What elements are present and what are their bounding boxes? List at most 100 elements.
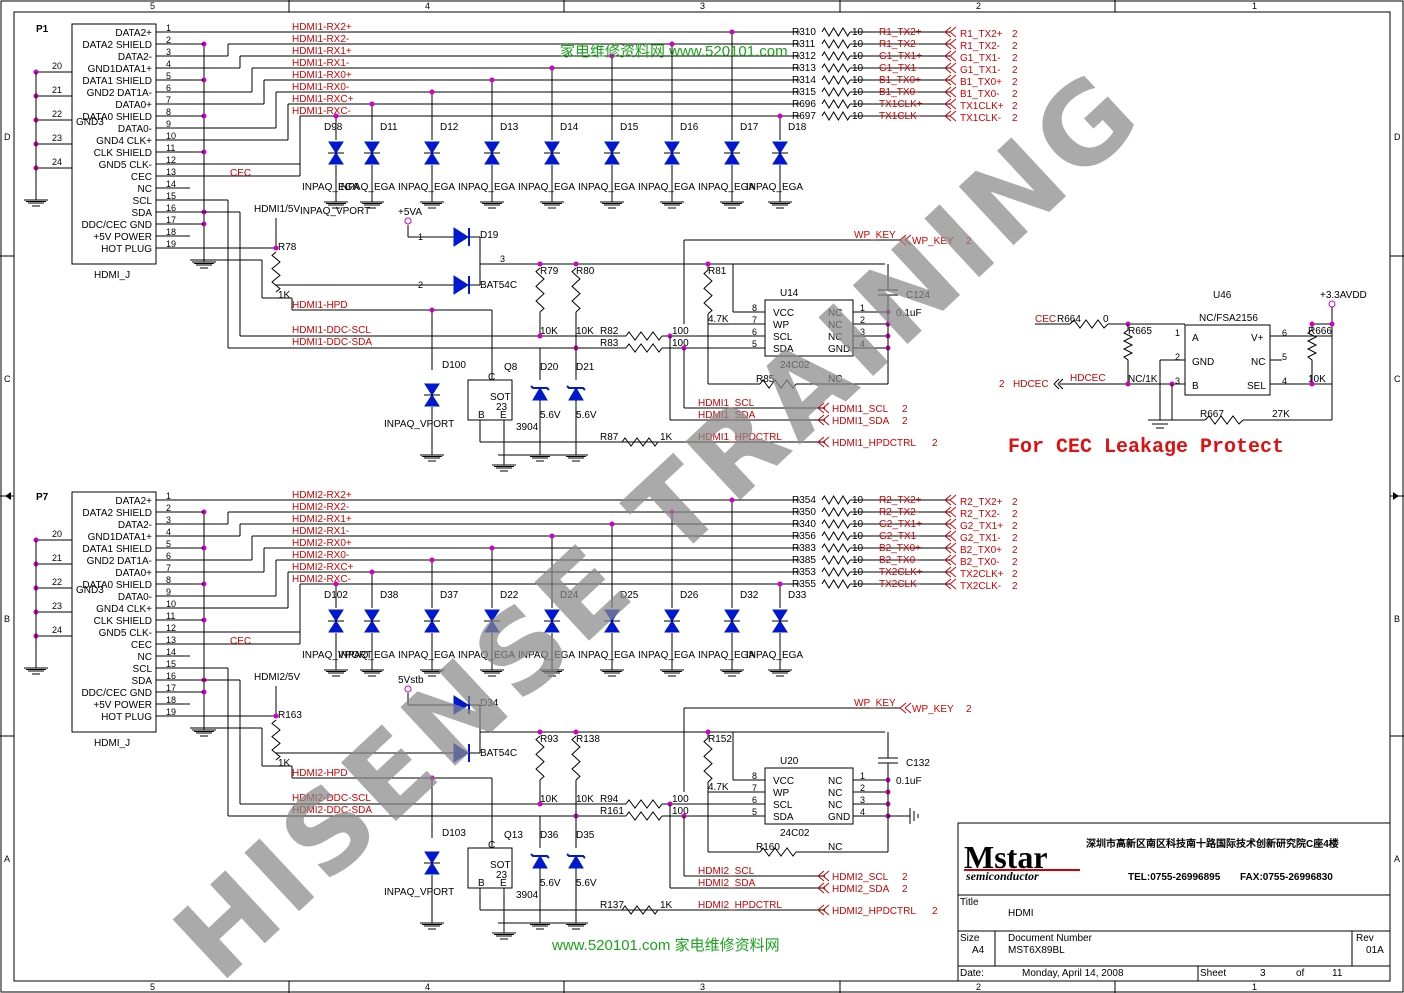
pin-number: 15 — [166, 191, 176, 201]
connector-pin-overlap: GND3 — [76, 585, 104, 596]
junction-dot — [369, 101, 375, 107]
junction-dot — [777, 581, 783, 587]
pin-number: 4 — [860, 339, 865, 349]
capacitor-value: 0.1uF — [896, 776, 922, 787]
diode-part: INPAQ_EGA — [398, 650, 455, 661]
offpage-num: 2 — [1012, 53, 1018, 64]
title-value: HDMI — [1008, 908, 1034, 919]
net-label: TX2CLK+ — [879, 567, 923, 578]
tvs-diode-icon — [424, 609, 440, 622]
diode-part: INPAQ_EGA — [518, 182, 575, 193]
diode-part: INPAQ_VPORT — [300, 206, 370, 217]
diode-ref: D16 — [680, 122, 699, 133]
resistor-value: 100 — [672, 794, 689, 805]
pin-number: 18 — [166, 227, 176, 237]
resistor-ref: R78 — [278, 242, 297, 253]
tvs-diode-icon — [364, 620, 380, 633]
net-label: HDMI2-RX1- — [292, 526, 349, 537]
zener-bar — [530, 385, 550, 391]
of-label: of — [1296, 968, 1305, 979]
diode-part: BAT54C — [480, 280, 517, 291]
offpage-label: G2_TX1+ — [960, 521, 1003, 532]
offpage-arrow-icon — [817, 436, 830, 448]
junction-dot — [333, 581, 339, 587]
zener-value: 5.6V — [576, 410, 597, 421]
offpage-arrow-icon — [944, 518, 957, 530]
offpage-arrow-icon — [944, 542, 957, 554]
schottky-diode-icon — [453, 743, 469, 763]
resistor-ref: R85 — [756, 374, 775, 385]
net-label: HDMI2_SCL — [698, 866, 755, 877]
net-label: HDMI1-RX2- — [292, 34, 349, 45]
offpage-num: 2 — [1012, 89, 1018, 100]
resistor-ref: R383 — [792, 543, 816, 554]
offpage-label: TX1CLK+ — [960, 101, 1004, 112]
connector-pin-label: SDA — [131, 676, 152, 687]
gnd-pin-number: 20 — [52, 61, 62, 71]
row-label: A — [4, 854, 10, 864]
u46-pin-sel: SEL — [1247, 381, 1266, 392]
pin-number: 11 — [166, 611, 175, 621]
pin-number: 17 — [166, 215, 176, 225]
pin-number: 5 — [752, 339, 757, 349]
tvs-diode-icon — [544, 152, 560, 165]
resistor-ref: R312 — [792, 51, 816, 62]
pin-number: 14 — [166, 647, 176, 657]
offpage-arrow-icon — [944, 62, 957, 74]
connector-name: HDMI_J — [94, 738, 130, 749]
of-value: 11 — [1332, 968, 1343, 979]
gnd-pin-number: 24 — [52, 157, 62, 167]
net-label: HDMI1-RXC- — [292, 106, 351, 117]
resistor-ref: R81 — [708, 266, 727, 277]
resistor-ref: R87 — [600, 432, 619, 443]
offpage-label: HDMI2_SCL — [832, 872, 889, 883]
diode-ref: D32 — [740, 590, 759, 601]
tvs-diode-icon — [604, 609, 620, 622]
offpage-num: 2 — [1012, 581, 1018, 592]
tvs-diode-icon — [544, 141, 560, 154]
offpage-arrow-icon — [944, 74, 957, 86]
pin-number: 2 — [166, 35, 171, 45]
transistor-ref: Q13 — [504, 830, 523, 841]
resistor-value: 100 — [672, 338, 689, 349]
wp-resistor — [703, 737, 713, 783]
connector-pin-label: GND5 CLK- — [99, 628, 152, 639]
col-label: 2 — [976, 1, 981, 11]
transistor-pin: B — [478, 410, 485, 421]
tvs-diode-icon — [544, 609, 560, 622]
gnd-pin-number: 20 — [52, 529, 62, 539]
net-label: HDMI1_SDA — [698, 410, 756, 421]
col-label: 4 — [425, 1, 430, 11]
nc-resistor — [759, 379, 797, 389]
offpage-label: TX1CLK- — [960, 113, 1001, 124]
pin-number: 3 — [860, 795, 865, 805]
series-resistor — [821, 39, 851, 49]
diode-part: INPAQ_EGA — [698, 182, 755, 193]
net-label: HDMI1-RX1- — [292, 58, 349, 69]
series-resistor — [821, 99, 851, 109]
junction-dot — [705, 729, 711, 735]
net-label: HDMI2-RXC+ — [292, 562, 354, 573]
tvs-diode-icon — [664, 609, 680, 622]
net-label: HDMI1-HPD — [292, 300, 348, 311]
hdcec-num: 2 — [999, 379, 1005, 390]
offpage-arrow-icon — [944, 578, 957, 590]
pin-number: 6 — [752, 327, 757, 337]
pin-number: 5 — [166, 71, 171, 81]
hpd-ctrl-resistor — [621, 905, 659, 915]
tvs-diode-icon — [484, 620, 500, 633]
net-label: G1_TX1- — [879, 63, 920, 74]
tvs-diode-icon — [484, 609, 500, 622]
transistor-body — [467, 379, 513, 421]
connector-ref: P7 — [36, 492, 49, 503]
resistor-value: 4.7K — [708, 782, 729, 793]
series-resistor — [821, 51, 851, 61]
transistor-pin: C — [488, 840, 495, 851]
diode-ref: D21 — [576, 362, 595, 373]
row-label: B — [1394, 614, 1400, 624]
r667-ref: R667 — [1200, 409, 1224, 420]
col-label: 3 — [700, 982, 705, 992]
connector-pin-label: DATA2+ — [115, 28, 152, 39]
resistor-ref: R315 — [792, 87, 816, 98]
offpage-label: G1_TX1- — [960, 53, 1001, 64]
